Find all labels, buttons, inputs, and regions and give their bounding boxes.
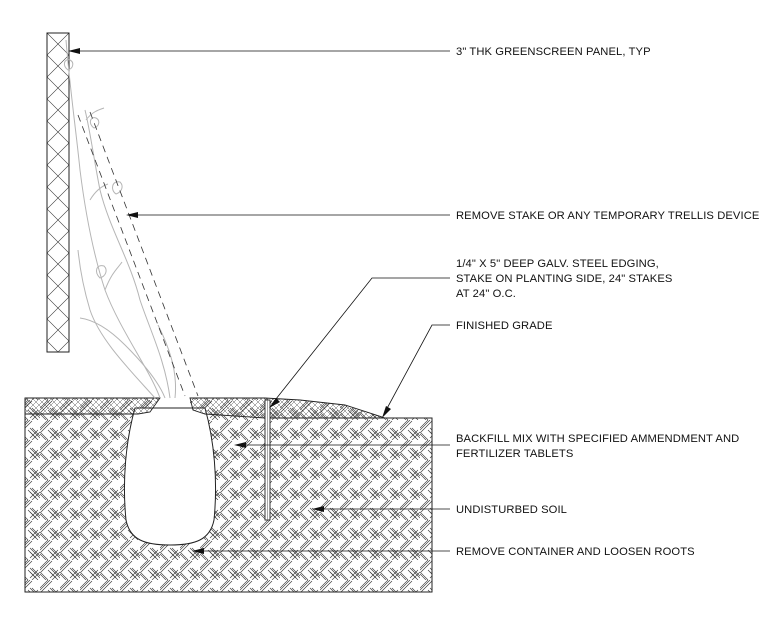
topsoil-band-right (189, 397, 386, 419)
note-edging-line-2: STAKE ON PLANTING SIDE, 24" STAKES (456, 273, 672, 285)
leader-edging (271, 277, 450, 405)
note-soil: UNDISTURBED SOIL (456, 504, 567, 516)
note-stake: REMOVE STAKE OR ANY TEMPORARY TRELLIS DE… (456, 210, 760, 222)
leader-backfill-arrow (234, 442, 246, 448)
steel-edging (264, 399, 271, 521)
leaders (68, 48, 450, 554)
greenscreen-panel (46, 32, 70, 353)
note-backfill-line-1: BACKFILL MIX WITH SPECIFIED AMMENDMENT A… (456, 433, 739, 445)
note-roots: REMOVE CONTAINER AND LOOSEN ROOTS (456, 546, 695, 558)
note-panel: 3" THK GREENSCREEN PANEL, TYP (456, 46, 651, 58)
temporary-stake (77, 111, 199, 397)
leader-panel-arrow (68, 48, 80, 54)
undisturbed-soil-fill (25, 398, 432, 592)
soil-section (24, 397, 433, 593)
note-edging-line-1: 1/4" X 5" DEEP GALV. STEEL EDGING, (456, 258, 659, 270)
note-edging-line-3: AT 24" O.C. (456, 288, 516, 300)
root-ball-void (123, 407, 217, 546)
leader-stake-arrow (126, 212, 138, 218)
leader-soil-arrow (312, 506, 324, 512)
note-backfill-line-2: FERTILIZER TABLETS (456, 448, 573, 460)
leader-edging-arrow (269, 398, 280, 408)
leader-grade-arrow (382, 406, 391, 418)
leader-roots-arrow (192, 548, 204, 554)
topsoil-band-left (24, 397, 161, 415)
callouts: 3" THK GREENSCREEN PANEL, TYP REMOVE STA… (456, 46, 760, 558)
leader-grade (383, 324, 450, 415)
vine-plant (63, 39, 177, 399)
note-grade: FINISHED GRADE (456, 320, 553, 332)
